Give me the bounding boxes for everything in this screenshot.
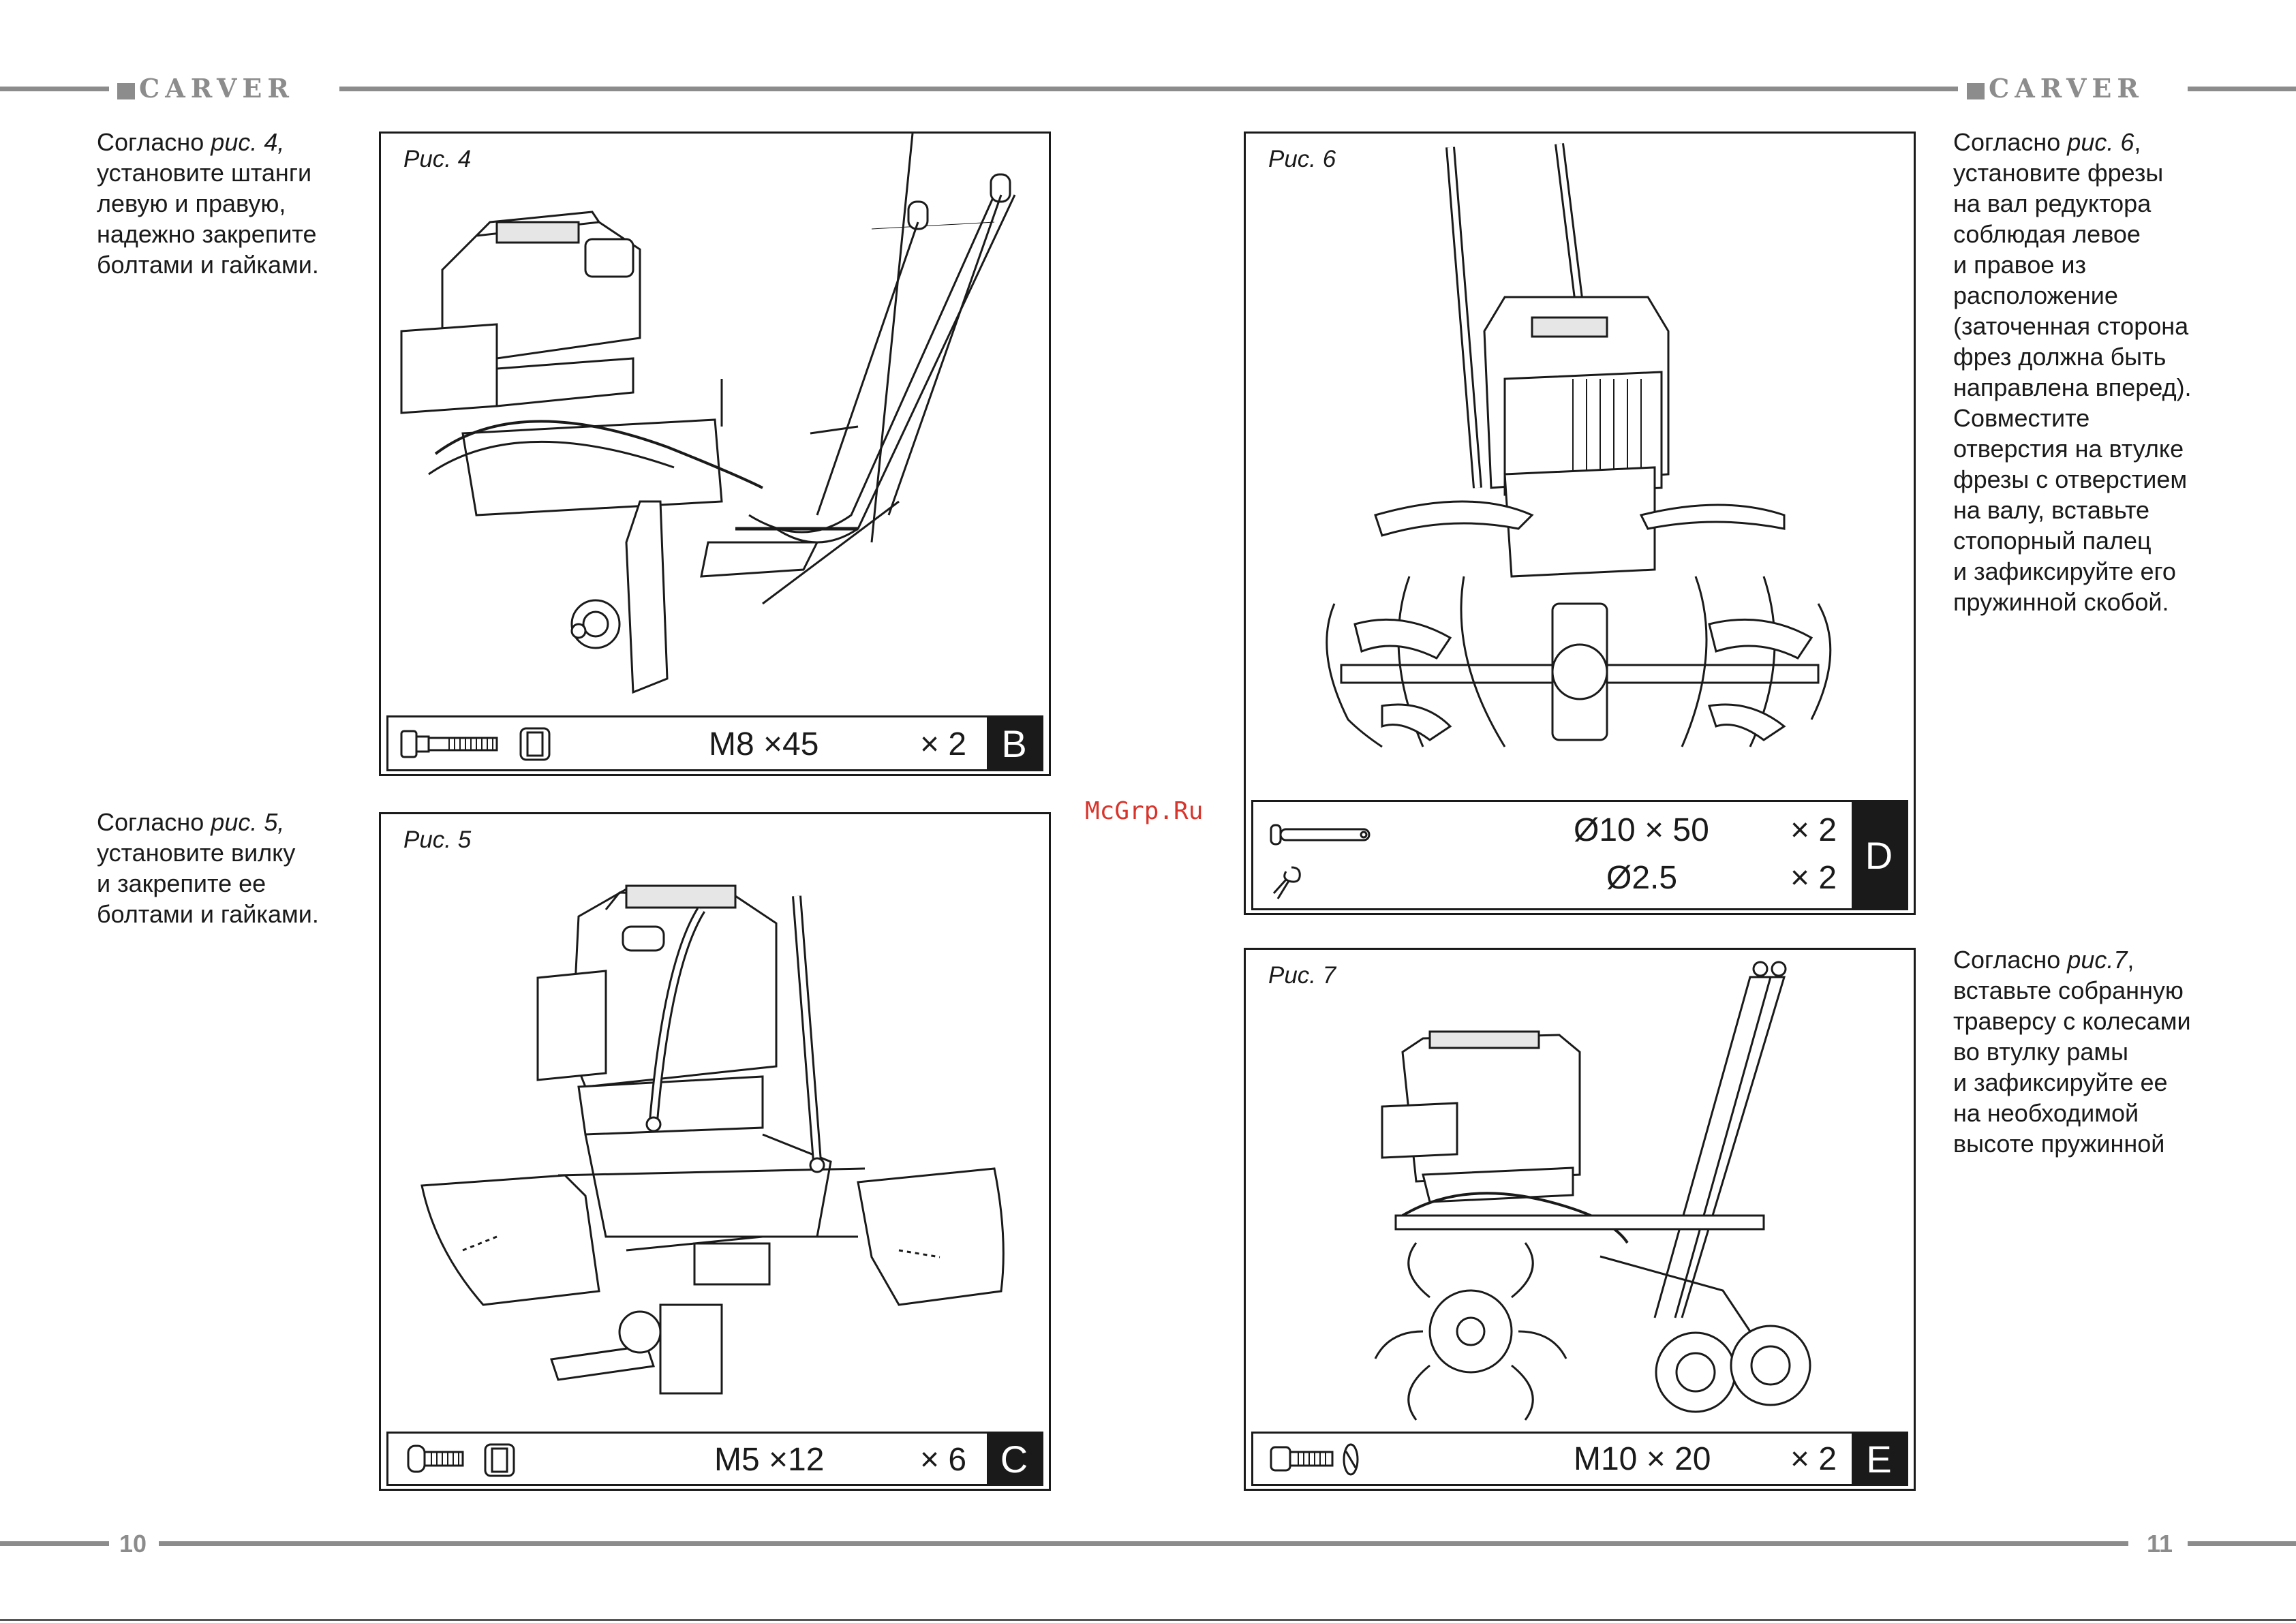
lock-washer-icon	[1343, 1443, 1359, 1476]
fastener-size: M8 ×45	[709, 726, 819, 762]
brand-logo-right: CARVER	[1967, 75, 2144, 102]
figure-4: Рис. 4 M8	[379, 132, 1051, 776]
header-rule-left	[0, 87, 109, 91]
figure-6: Рис. 6 Ø10 × 50 × 2 Ø2.5	[1244, 132, 1916, 915]
fastener-quantity: × 6	[920, 1442, 967, 1478]
fastener-quantity: × 2	[1790, 1441, 1837, 1477]
footer-rule-right	[2188, 1541, 2296, 1546]
figure-label: Рис. 5	[403, 826, 472, 853]
fastener-strip: Ø10 × 50 × 2 Ø2.5 × 2 D	[1251, 800, 1908, 910]
instruction-step7: Согласно рис.7, вставьте собранную траве…	[1953, 946, 2191, 1158]
step-letter: C	[987, 1434, 1041, 1484]
brand-logo-left: CARVER	[117, 75, 294, 102]
header-rule-right	[2188, 87, 2296, 91]
figure-7: Рис. 7 M10 × 20 × 2 E	[1244, 948, 1916, 1491]
pin-quantity: × 2	[1790, 812, 1837, 848]
figure-label: Рис. 4	[403, 146, 472, 172]
fastener-size: M10 × 20	[1574, 1441, 1711, 1477]
figure-5: Рис. 5 M5 ×12 × 6 C	[379, 812, 1051, 1491]
tine-rotor	[1374, 1242, 1567, 1421]
clip-size: Ø2.5	[1606, 860, 1678, 896]
figure-label: Рис. 7	[1268, 962, 1336, 989]
bolt-icon	[1270, 1446, 1334, 1472]
page-number-left: 10	[119, 1530, 147, 1558]
spring-clip-icon	[1272, 866, 1301, 899]
brand-mark-icon	[1967, 82, 1985, 99]
footer-rule-middle	[159, 1541, 2128, 1546]
tiller-fork-illustration	[420, 884, 1005, 1395]
footer-rule-left	[0, 1541, 109, 1546]
fastener-strip: M5 ×12 × 6 C	[386, 1432, 1043, 1486]
tiller-wheels-illustration	[1374, 961, 1811, 1421]
step-letter: B	[987, 717, 1041, 769]
page-number-right: 11	[2147, 1530, 2173, 1558]
brand-mark-icon	[117, 82, 135, 99]
watermark: McGrp.Ru	[1085, 797, 1204, 825]
tiller-tines-illustration	[1326, 143, 1832, 748]
instruction-step4: Согласно рис. 4, установите штанги левую…	[97, 128, 319, 279]
fastener-quantity: × 2	[920, 726, 967, 762]
pin-size: Ø10 × 50	[1574, 812, 1709, 848]
bolt-icon	[407, 1444, 464, 1473]
step-letter: E	[1852, 1434, 1906, 1484]
step-letter: D	[1852, 802, 1906, 908]
pin-icon	[1270, 824, 1371, 846]
flange-nut-icon	[484, 1443, 515, 1477]
clip-quantity: × 2	[1790, 860, 1837, 896]
header-rule-middle	[339, 87, 1958, 91]
instruction-step5: Согласно рис. 5, установите вилку и закр…	[97, 808, 319, 928]
bottom-edge-line	[0, 1619, 2296, 1621]
bolt-icon	[400, 730, 498, 758]
figure-label: Рис. 6	[1268, 146, 1336, 172]
fastener-strip: M10 × 20 × 2 E	[1251, 1432, 1908, 1486]
flange-nut-icon	[519, 727, 551, 761]
fastener-size: M5 ×12	[714, 1442, 825, 1478]
fastener-strip: M8 ×45 × 2 B	[386, 715, 1043, 771]
tiller-engine-handles-illustration	[400, 134, 1016, 694]
instruction-step6: Согласно рис. 6, установите фрезы на вал…	[1953, 128, 2192, 616]
